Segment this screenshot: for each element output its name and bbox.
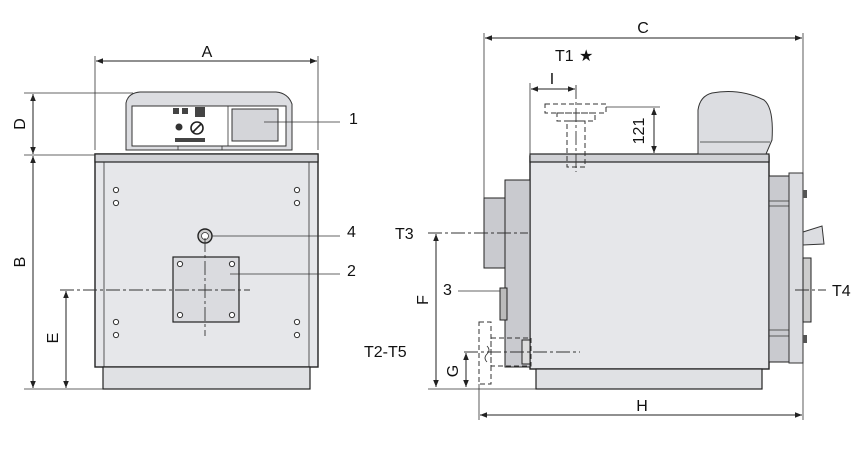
dim-label-121: 121 <box>631 118 648 145</box>
panel-holes <box>112 186 301 339</box>
dim-label-i: I <box>550 71 554 88</box>
side-view: C I T1 ★ 121 F G H T3 3 T2-T5 T4 <box>364 20 851 420</box>
connection-t2-t5-dashed <box>464 321 580 385</box>
dim-label-e: E <box>45 333 62 344</box>
boiler-body-side <box>529 155 770 370</box>
control-panel-housing <box>125 91 293 151</box>
burner-flange-plate <box>172 256 240 323</box>
rear-flue-collar <box>504 179 531 368</box>
callout-3: 3 <box>443 282 452 299</box>
label-t4: T4 <box>832 283 851 300</box>
label-t1: T1 <box>555 48 574 65</box>
control-panel-side <box>697 91 773 155</box>
front-view: A D B E 1 4 2 <box>12 44 358 390</box>
label-t3: T3 <box>395 226 414 243</box>
dim-label-b: B <box>12 257 29 268</box>
connection-t1-dashed <box>544 85 607 172</box>
dim-label-g: G <box>445 365 462 377</box>
callout-1: 1 <box>349 111 358 128</box>
dim-label-h: H <box>636 398 648 415</box>
dim-label-d: D <box>12 118 29 130</box>
callout-4: 4 <box>347 224 356 241</box>
label-t2-t5: T2-T5 <box>364 344 407 361</box>
label-t1-star: ★ <box>579 48 593 65</box>
dim-label-c: C <box>637 20 649 37</box>
dim-label-a: A <box>202 44 213 61</box>
dim-label-f: F <box>415 295 432 305</box>
callout-2: 2 <box>347 263 356 280</box>
